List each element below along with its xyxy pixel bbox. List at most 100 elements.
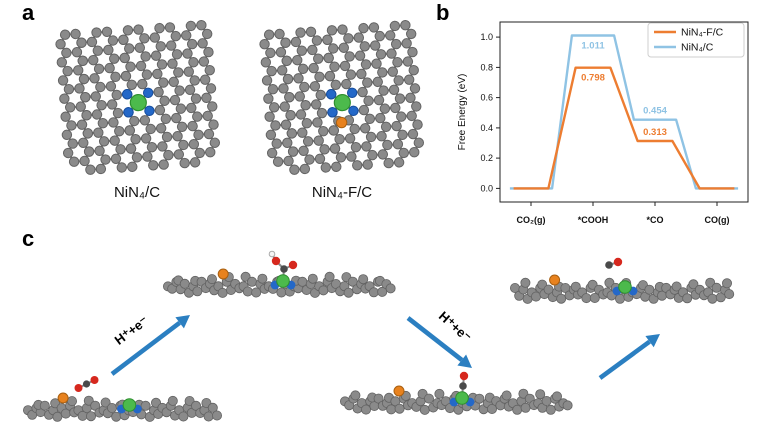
carbon-atom [368, 22, 380, 33]
carbon-atom [169, 94, 181, 106]
carbon-atom [207, 101, 218, 112]
carbon-atom [295, 27, 306, 38]
carbon-atom [398, 147, 409, 159]
carbon-atom [85, 164, 96, 175]
carbon-atom [168, 76, 179, 88]
carbon-atom [393, 75, 404, 86]
carbon-atom [96, 99, 107, 111]
carbon-atom [62, 147, 74, 159]
carbon-atom [385, 283, 396, 294]
carbon-atom [299, 163, 311, 175]
carbon-atom [403, 74, 415, 85]
carbon-atom [59, 93, 70, 104]
nickel-atom [333, 93, 351, 112]
carbon-atom [176, 121, 188, 132]
carbon-atom [379, 103, 391, 114]
carbon-atom [263, 93, 274, 104]
carbon-atom [105, 81, 117, 92]
carbon-atom [86, 36, 98, 48]
carbon-atom [173, 67, 184, 78]
carbon-atom [62, 65, 73, 77]
carbon-atom [157, 141, 168, 152]
carbon-atom [265, 129, 277, 141]
molecule-nin4c-top-view [55, 20, 221, 175]
carbon-atom [78, 73, 90, 85]
carbon-atom [283, 155, 294, 167]
legend-label: NiN₄-F/C [681, 27, 724, 39]
carbon-atom [344, 133, 356, 144]
carbon-atom [179, 157, 190, 169]
carbon-atom [272, 156, 284, 167]
carbon-atom [324, 70, 336, 82]
nitrogen-atom [142, 87, 154, 98]
carbon-atom [201, 28, 213, 40]
carbon-atom [178, 411, 189, 422]
carbon-atom [108, 117, 119, 128]
carbon-atom [392, 139, 404, 150]
y-tick-label: 0.6 [480, 93, 493, 103]
carbon-atom [107, 402, 118, 413]
carbon-atom [139, 115, 151, 126]
carbon-atom [55, 38, 66, 50]
carbon-atom [89, 73, 100, 84]
carbon-atom [535, 389, 546, 400]
carbon-atom [83, 146, 95, 157]
carbon-atom [402, 56, 414, 67]
carbon-atom [82, 128, 94, 139]
carbon-atom [124, 43, 135, 54]
graphene-lattice [259, 20, 425, 175]
carbon-atom [281, 55, 292, 67]
carbon-atom [383, 157, 394, 169]
carbon-atom [339, 60, 351, 72]
carbon-atom [581, 293, 592, 304]
carbon-atom [39, 400, 50, 411]
carbon-atom [297, 276, 308, 287]
carbon-atom [707, 293, 718, 304]
carbon-atom [261, 75, 273, 86]
carbon-atom [372, 76, 383, 88]
carbon-atom [142, 151, 153, 162]
carbon-atom [188, 57, 199, 68]
carbon-atom [412, 119, 423, 130]
carbon-atom [127, 161, 138, 172]
carbon-atom [374, 30, 385, 42]
carbon-atom [359, 123, 371, 134]
carbon-atom [361, 141, 372, 152]
carbon-atom [159, 95, 170, 106]
carbon-atom [130, 133, 141, 145]
carbon-atom [299, 81, 310, 93]
carbon-atom [211, 410, 222, 421]
carbon-atom [185, 20, 197, 32]
carbon-atom [152, 68, 163, 80]
carbon-atom [52, 411, 63, 422]
carbon-atom [116, 162, 128, 173]
carbon-atom [112, 107, 124, 119]
carbon-atom [259, 38, 270, 50]
carbon-atom [314, 153, 326, 164]
carbon-atom [282, 73, 294, 85]
carbon-atom [615, 293, 626, 304]
carbon-atom [184, 84, 196, 96]
carbon-atom [375, 49, 387, 60]
carbon-atom [111, 89, 122, 101]
reaction-arrow [110, 315, 190, 376]
carbon-atom [183, 66, 194, 77]
carbon-atom [154, 22, 165, 34]
carbon-atom [314, 71, 325, 83]
carbon-atom [82, 380, 91, 388]
carbon-atom [338, 42, 349, 53]
carbon-atom [329, 143, 341, 154]
oxygen-atom [613, 257, 623, 267]
carbon-atom [393, 157, 405, 168]
energy-value-label: 0.313 [643, 127, 667, 138]
carbon-atom [122, 25, 134, 36]
fluorine-atom [217, 268, 229, 280]
oxygen-atom [90, 376, 99, 384]
carbon-atom [126, 79, 137, 91]
carbon-atom [192, 111, 203, 122]
fluorine-atom [57, 392, 69, 404]
carbon-atom [192, 286, 203, 297]
oxygen-atom [74, 384, 83, 392]
carbon-atom [145, 123, 156, 135]
carbon-atom [570, 281, 581, 292]
